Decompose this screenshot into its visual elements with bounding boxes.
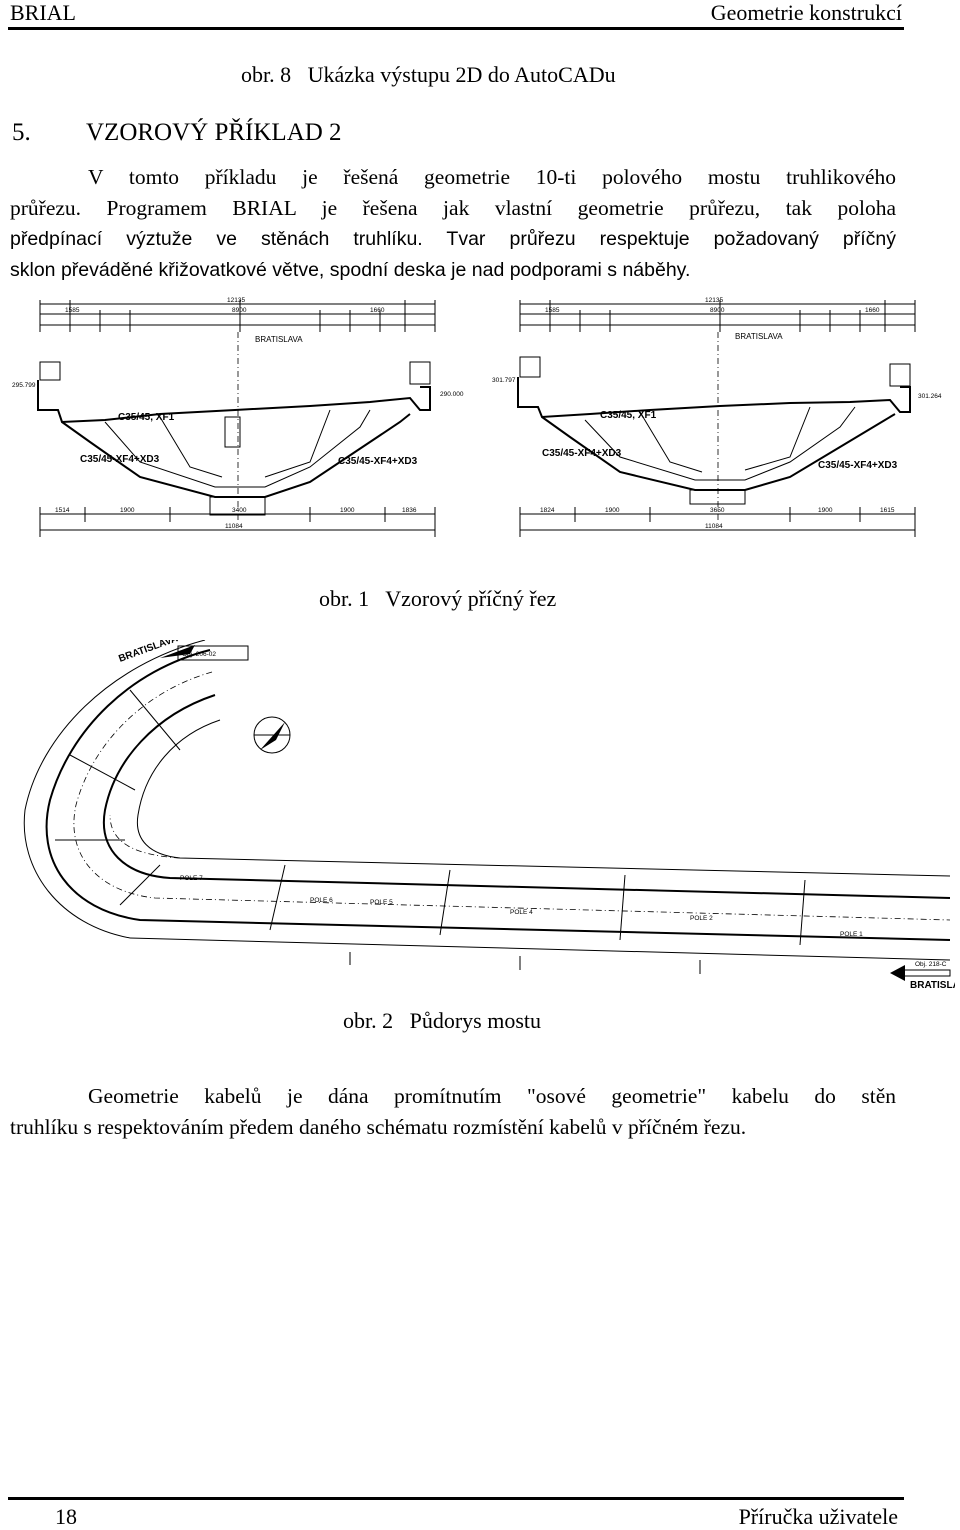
header-rule: [8, 27, 904, 30]
right-place-label: BRATISLAVA: [735, 332, 783, 341]
right-dim-b: 8900: [710, 307, 725, 314]
right-concrete-1: C35/45, XF1: [600, 410, 657, 421]
pole-4: POLE 4: [510, 909, 533, 916]
outro-paragraph: Geometrie kabelů je dána promítnutím "os…: [10, 1081, 896, 1143]
right-concrete-2b: C35/45-XF4+XD3: [542, 448, 622, 459]
left-dim-c: 1660: [370, 307, 385, 314]
intro-line-4: sklon převáděné křižovatkové větve, spod…: [10, 259, 691, 281]
footer-rule: [8, 1497, 904, 1500]
figure-caption-obr2: obr. 2 Půdorys mostu: [343, 1008, 542, 1033]
right-concrete-2a: C35/45-XF4+XD3: [818, 460, 898, 471]
cross-section-figure: 12135 1585 8900 1660 BRATISLAVA 295.799 …: [12, 297, 942, 537]
pole-6: POLE 6: [310, 897, 333, 904]
right-bottom-dim-5: 1615: [880, 507, 895, 514]
left-concrete-1: C35/45, XF1: [118, 412, 175, 423]
cross-section-right: 12135 1585 8900 1660 BRATISLAVA 301.797 …: [492, 297, 942, 537]
left-bottom-dim-3: 3400: [232, 507, 247, 514]
right-dim-c: 1660: [865, 307, 880, 314]
left-dim-a: 1585: [65, 307, 80, 314]
bridge-plan-figure: Obj. 206-02 BRATISLAVA POLE 7 POLE 6 POL…: [23, 640, 955, 991]
pole-7: POLE 7: [180, 875, 203, 882]
intro-line-1: V tomto příkladu je řešená geometrie 10-…: [88, 165, 896, 189]
left-bottom-dim-1: 1514: [55, 507, 70, 514]
pole-1: POLE 1: [840, 931, 863, 938]
right-bottom-dim-3: 3650: [710, 507, 725, 514]
intro-line-2: průřezu. Programem BRIAL je řešena jak v…: [10, 196, 896, 220]
outro-line-1: Geometrie kabelů je dána promítnutím "os…: [88, 1084, 896, 1108]
left-dim-b: 8900: [232, 307, 247, 314]
left-bottom-total: 11084: [225, 523, 243, 530]
left-bottom-dim-4: 1900: [340, 507, 355, 514]
outro-line-2: truhlíku s respektováním předem daného s…: [10, 1115, 747, 1139]
figure-caption-obr1: obr. 1 Vzorový příčný řez: [319, 586, 557, 611]
intro-line-3: předpínací výztuže ve stěnách truhlíku. …: [10, 228, 896, 250]
right-overall-dim: 12135: [705, 297, 723, 304]
cross-section-left: 12135 1585 8900 1660 BRATISLAVA 295.799 …: [12, 297, 464, 537]
left-elev-left: 295.799: [12, 382, 36, 389]
pole-5: POLE 5: [370, 899, 393, 906]
page-number: 18: [55, 1504, 77, 1529]
right-elev-right: 301.264: [918, 393, 942, 400]
right-elev-left: 301.797: [492, 377, 516, 384]
right-bottom-dim-1: 1824: [540, 507, 555, 514]
left-overall-dim: 12135: [227, 297, 245, 304]
running-header-left: BRIAL: [10, 0, 76, 25]
plan-object-end: Obj. 218-C: [915, 961, 947, 968]
section-title: VZOROVÝ PŘÍKLAD 2: [86, 119, 342, 146]
left-bottom-dim-2: 1900: [120, 507, 135, 514]
figure-caption-obr8: obr. 8 Ukázka výstupu 2D do AutoCADu: [241, 62, 616, 87]
right-bottom-total: 11084: [705, 523, 723, 530]
section-number: 5.: [12, 119, 31, 146]
right-dim-a: 1585: [545, 307, 560, 314]
left-concrete-2b: C35/45-XF4+XD3: [80, 454, 160, 465]
right-bottom-dim-2: 1900: [605, 507, 620, 514]
right-bottom-dim-4: 1900: [818, 507, 833, 514]
running-header-right: Geometrie konstrukcí: [710, 0, 902, 25]
plan-place-end: BRATISLAVA: [910, 980, 955, 991]
left-bottom-dim-5: 1836: [402, 507, 417, 514]
left-place-label: BRATISLAVA: [255, 335, 303, 344]
plan-object-label: Obj. 206-02: [182, 651, 216, 658]
running-footer-right: Příručka uživatele: [738, 1504, 898, 1529]
pole-2: POLE 2: [690, 915, 713, 922]
left-concrete-2a: C35/45-XF4+XD3: [338, 456, 418, 467]
intro-paragraph: V tomto příkladu je řešená geometrie 10-…: [10, 162, 896, 286]
left-elev-right: 290.000: [440, 391, 464, 398]
